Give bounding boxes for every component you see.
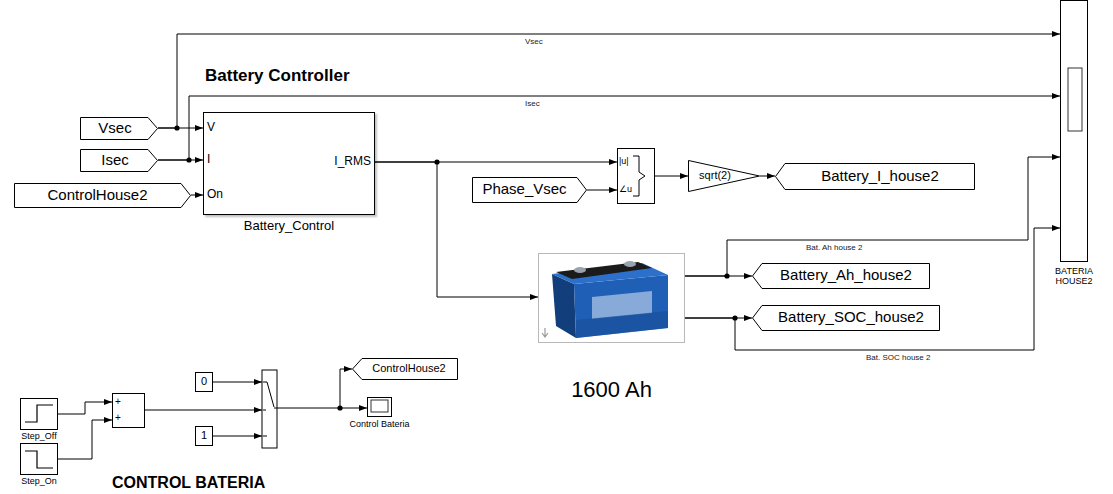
signal-wire — [213, 436, 262, 437]
signal-name: Bat. SOC house 2 — [866, 353, 930, 362]
signal-line — [158, 34, 1060, 128]
goto-shape — [353, 359, 458, 380]
magnitude-angle-block: |u| ∠u — [617, 148, 655, 204]
constant-block: 1 — [195, 426, 213, 446]
block-label: 0 — [195, 375, 213, 388]
switch-block — [262, 370, 277, 448]
port-label: V — [207, 121, 227, 135]
block-label: Control Bateria — [342, 419, 417, 429]
goto-tag: ControlHouse2 — [352, 358, 458, 380]
scope-screen — [371, 400, 388, 412]
scope-block: BATERIA HOUSE2 — [1060, 0, 1088, 262]
junction-dot — [337, 405, 342, 410]
signal-line — [685, 228, 1060, 350]
signal-name: Isec — [525, 99, 540, 108]
mask-arrow-icon — [542, 328, 548, 337]
block-label: Vsec — [82, 119, 148, 136]
from-tag: ControlHouse2 — [14, 183, 191, 208]
step-icon — [25, 405, 53, 422]
junction-dot — [186, 157, 191, 162]
block-label: ControlHouse2 — [362, 362, 456, 375]
signal-line — [655, 176, 688, 177]
from-tag: Vsec — [80, 117, 158, 140]
signal-line — [191, 195, 203, 196]
goto-tag: Battery_I_house2 — [775, 163, 975, 190]
port-label: Battery_Control — [203, 219, 375, 234]
goto-shape — [753, 306, 940, 331]
junction-dot — [434, 159, 439, 164]
signal-line — [587, 190, 617, 191]
port-label: + — [115, 412, 125, 424]
signal-line — [685, 276, 752, 277]
block-label: ControlHouse2 — [16, 186, 179, 203]
from-tag: Isec — [80, 149, 158, 172]
block-label: Step_On — [8, 476, 70, 486]
block-label: Isec — [82, 151, 148, 168]
signal-wire — [145, 410, 262, 411]
block-label: 1 — [195, 429, 213, 442]
from-shape — [81, 150, 158, 172]
signal-line — [760, 176, 775, 177]
step-block: Step_On — [20, 443, 58, 475]
signal-line — [158, 160, 203, 161]
goto-tag: Battery_Ah_house2 — [752, 263, 930, 289]
scope-screen — [1068, 68, 1082, 131]
goto-tag: Battery_SOC_house2 — [752, 305, 940, 331]
battery-block: 1600 Ah — [538, 253, 685, 343]
tri-shape — [689, 161, 760, 192]
section-heading: Battery Controller — [205, 66, 350, 86]
gain-block: sqrt(2) — [688, 160, 760, 192]
signal-wire — [340, 408, 367, 409]
goto-shape — [753, 264, 930, 289]
section-heading: CONTROL BATERIA — [112, 474, 265, 492]
block-label: Battery_Ah_house2 — [766, 266, 926, 283]
from-shape — [473, 178, 587, 203]
port-label: ∠u — [619, 184, 635, 194]
step-block: Step_Off — [20, 398, 58, 430]
signal-name: Bat. Ah house 2 — [806, 243, 863, 252]
scope-block: Control Bateria — [367, 397, 392, 417]
from-tag: Phase_Vsec — [472, 177, 587, 203]
signal-wire — [213, 382, 262, 383]
port-label: I_RMS — [313, 155, 371, 169]
combine-symbol — [633, 156, 645, 196]
signal-line — [58, 420, 112, 459]
subsystem-block: VIOnI_RMSBattery_Control — [203, 112, 375, 215]
port-label: |u| — [619, 156, 635, 166]
junction-dot — [724, 273, 729, 278]
signal-line — [158, 96, 1060, 160]
from-shape — [81, 118, 158, 140]
signal-line — [685, 157, 1060, 276]
signal-line — [158, 128, 203, 129]
block-label: Battery_SOC_house2 — [766, 308, 936, 325]
block-label: Battery_I_house2 — [789, 167, 971, 184]
port-label: On — [207, 188, 237, 202]
junction-dot — [174, 125, 179, 130]
signal-line — [58, 402, 112, 414]
block-label: Phase_Vsec — [474, 180, 575, 197]
block-label: 1600 Ah — [538, 377, 685, 402]
from-shape — [15, 184, 191, 208]
constant-block: 0 — [195, 372, 213, 392]
sum-block: ++ — [112, 393, 145, 428]
block-label: BATERIA HOUSE2 — [1048, 266, 1100, 287]
signal-line — [375, 162, 538, 297]
signal-line — [375, 162, 617, 163]
signal-wire — [277, 369, 352, 408]
port-label: I — [207, 153, 227, 167]
block-label: Step_Off — [8, 431, 70, 441]
step-icon — [25, 451, 53, 468]
junction-dot — [732, 315, 737, 320]
battery-illustration — [552, 261, 668, 338]
signal-name: Vsec — [525, 37, 543, 46]
switch-symbol — [263, 382, 277, 436]
port-label: + — [115, 396, 125, 408]
block-label: sqrt(2) — [690, 169, 740, 182]
goto-shape — [776, 164, 975, 190]
signal-line — [685, 318, 752, 319]
